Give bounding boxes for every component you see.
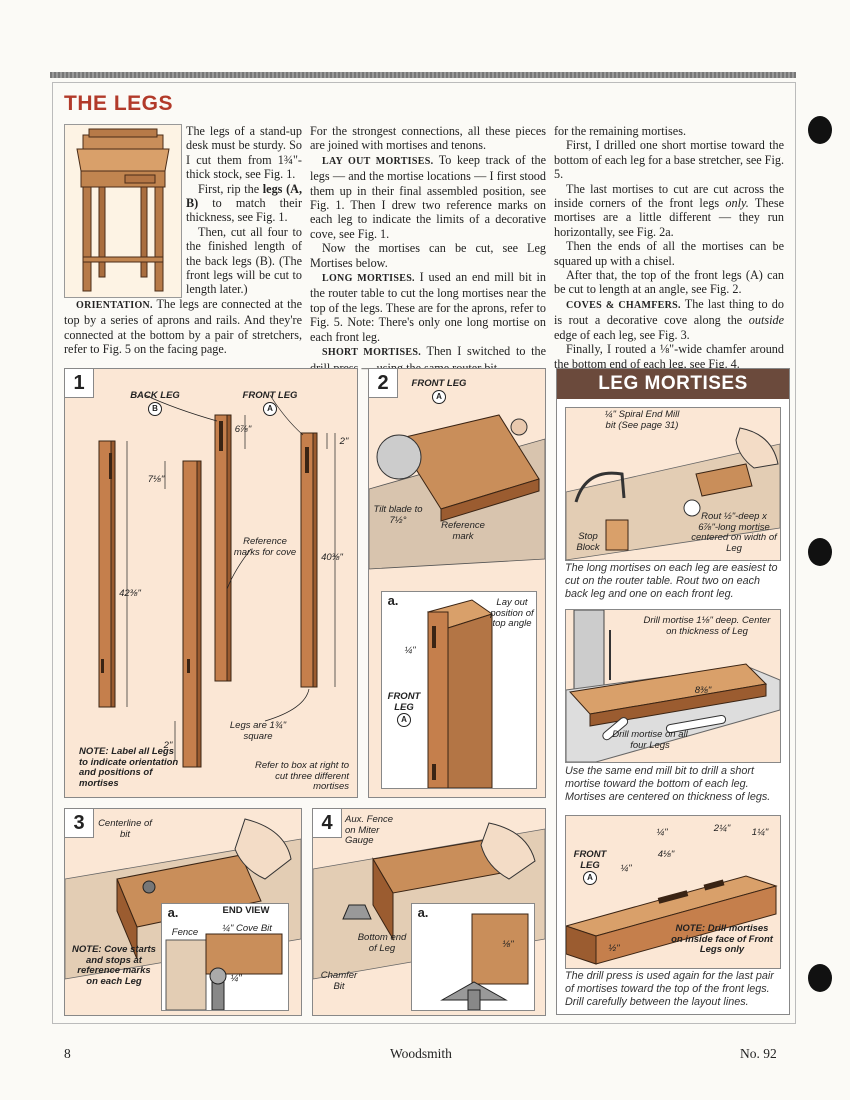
caption: Use the same end mill bit to drill a sho…	[565, 765, 771, 803]
caption: The long mortises on each leg are easies…	[565, 562, 778, 600]
figure-number: 1	[65, 369, 94, 398]
dimension: ¼"	[230, 973, 242, 984]
note: NOTE: Cove starts and stops at reference…	[72, 944, 156, 987]
paragraph: The last mortises to cut are cut across …	[554, 181, 784, 239]
paragraph: Then, cut all four to the finished lengt…	[186, 224, 302, 297]
label: Chamfer Bit	[320, 970, 358, 992]
note: NOTE: Drill mortises on inside face of F…	[671, 923, 773, 955]
label: Tilt blade to 7½°	[373, 504, 423, 526]
label: Rout ½"-deep x 6⅞"-long mortise centered…	[691, 511, 777, 554]
sub-figure-label: a.	[162, 904, 184, 924]
label: END VIEW	[222, 905, 270, 916]
paragraph: First, I drilled one short mortise towar…	[554, 138, 784, 182]
figure-4a: a. ⅛"	[411, 903, 535, 1011]
label: Reference mark	[441, 520, 485, 542]
paragraph: Finally, I routed a ⅛"-wide chamfer arou…	[554, 342, 784, 371]
desk-illustration	[64, 124, 182, 298]
punch-hole	[808, 964, 832, 992]
router-table-panel: ¼" Spiral End Mill bit (See page 31) Sto…	[565, 407, 781, 561]
paragraph: For the strongest connections, all these…	[310, 124, 546, 153]
dimension: 2¼"	[713, 823, 731, 834]
issue-number: No. 92	[740, 1046, 777, 1061]
text-column-3: for the remaining mortises. First, I dri…	[554, 124, 784, 371]
paragraph: Then the ends of all the mortises can be…	[554, 239, 784, 268]
caption: The drill press is used again for the la…	[565, 970, 774, 1008]
dimension: 8⅜"	[694, 685, 712, 696]
paragraph: After that, the top of the front legs (A…	[554, 268, 784, 297]
dimension: 2"	[339, 436, 349, 447]
label: Drill mortise 1⅛" deep. Center on thickn…	[643, 615, 771, 637]
dimension: 4⅛"	[657, 849, 675, 860]
page-number: 8	[64, 1046, 71, 1061]
dimension: ½"	[608, 943, 620, 954]
text-column-2: For the strongest connections, all these…	[310, 124, 546, 375]
label: Bottom end of Leg	[357, 932, 407, 954]
paragraph: ORIENTATION. The legs are connected at t…	[64, 296, 302, 357]
figure-number: 3	[65, 809, 94, 838]
label: Legs are 1¾" square	[229, 720, 287, 742]
dimension: 6⅞"	[234, 424, 252, 435]
paragraph: for the remaining mortises.	[554, 124, 686, 138]
figure-number: 4	[313, 809, 342, 838]
label: Refer to box at right to cut three diffe…	[255, 760, 349, 792]
label: Drill mortise on all four Legs	[612, 729, 688, 751]
paragraph: Now the mortises can be cut, see Leg Mor…	[310, 241, 546, 270]
label: ¼" Spiral End Mill bit (See page 31)	[604, 409, 680, 431]
label: Lay out position of top angle	[490, 597, 534, 629]
top-rule	[50, 72, 796, 78]
paragraph: LAY OUT MORTISES. To keep track of the l…	[310, 152, 547, 241]
paragraph: LONG MORTISES. I used an end mill bit in…	[310, 270, 547, 344]
dimension: 7⅛"	[147, 474, 165, 485]
dimension: 42⅜"	[119, 588, 141, 599]
label: Stop Block	[576, 531, 600, 553]
dimension: ¼"	[620, 863, 632, 874]
paragraph: First, rip the legs (A, B) to match thei…	[186, 181, 302, 225]
magazine-name: Woodsmith	[390, 1046, 452, 1061]
punch-hole	[808, 538, 832, 566]
dimension: 2"	[163, 740, 173, 751]
table-saw-drawing	[369, 414, 545, 570]
dimension: ¼"	[404, 645, 416, 656]
sub-figure-label: a.	[382, 592, 404, 612]
text-column-1: The legs of a stand-up desk must be stur…	[64, 124, 302, 357]
dimension: 40⅜"	[321, 552, 343, 563]
note: NOTE: Label all Legs to indicate orienta…	[79, 746, 179, 789]
leg-mortises-box: LEG MORTISES ¼" Spiral End Mill bit (See…	[556, 368, 790, 1015]
label: Aux. Fence on Miter Gauge	[345, 814, 394, 846]
figure-3: 3 Centerline of bit NOTE: Cove starts an…	[64, 808, 302, 1016]
figure-4: 4 Aux. Fence on Miter Gauge Bottom end o…	[312, 808, 546, 1016]
paragraph: The legs of a stand-up desk must be stur…	[186, 124, 302, 182]
figure-2a: a. Lay out position of top angle ¼" FRON…	[381, 591, 537, 789]
article-title: THE LEGS	[64, 92, 174, 115]
paragraph: COVES & CHAMFERS. The last thing to do i…	[554, 296, 784, 342]
label: ¼" Cove Bit	[222, 923, 272, 934]
dimension: ¼"	[656, 827, 668, 838]
dimension: 1¼"	[751, 827, 769, 838]
sub-figure-label: a.	[412, 904, 434, 924]
dimension: ⅛"	[502, 939, 514, 950]
legs-drawing	[98, 394, 336, 768]
figure-1: 1	[64, 368, 358, 798]
box-title: LEG MORTISES	[557, 369, 789, 399]
figure-3a: a. END VIEW Fence ¼" Cove Bit ¼"	[161, 903, 289, 1011]
punch-hole	[808, 116, 832, 144]
label: Fence	[171, 927, 199, 938]
drill-press-panel: Drill mortise 1⅛" deep. Center on thickn…	[565, 609, 781, 763]
figure-number: 2	[369, 369, 398, 398]
label: Centerline of bit	[98, 818, 152, 840]
article-frame	[52, 82, 796, 1024]
label: Reference marks for cove	[233, 536, 297, 558]
